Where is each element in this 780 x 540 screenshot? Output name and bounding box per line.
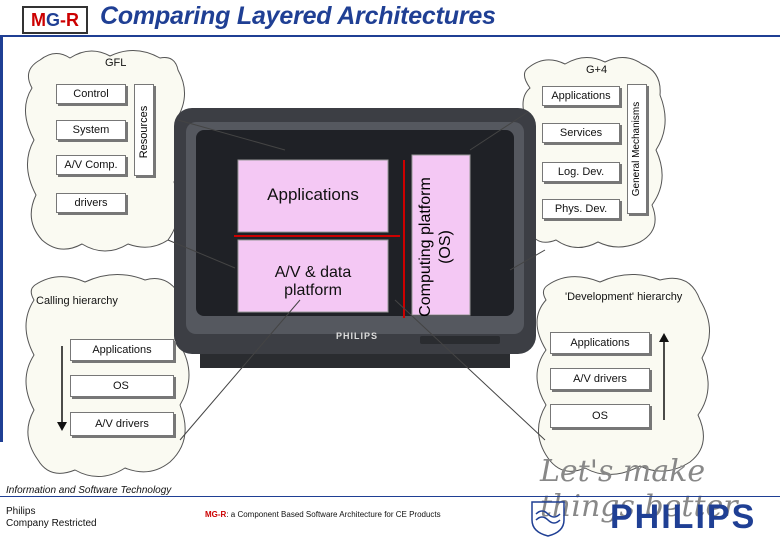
tv-brand: PHILIPS [336,331,379,341]
tv-computing-box [411,154,471,316]
footer-philips: Philips [6,506,36,517]
calling-applications-box: Applications [70,339,174,361]
g4-general-label: General Mechanisms [631,101,642,197]
tv-applications-label: Applications [267,185,359,204]
connector-gfl [177,119,286,151]
connector-g4-2 [509,249,546,271]
g4-general-box [627,84,647,214]
gfl-cloud [25,50,185,252]
left-accent-bar [0,37,3,442]
mgr-logo: MG-R [22,6,88,34]
dev-applications-box: Applications [550,332,650,354]
g4-services-box: Services [542,123,620,143]
footer-description: MG-R: a Component Based Software Archite… [205,510,441,519]
gfl-control-box: Control [56,84,126,104]
connector-gfl-2 [167,239,236,269]
footer-desc-text: : a Component Based Software Architectur… [226,510,441,519]
gfl-avcomp-box: A/V Comp. [56,155,126,175]
tv-control-panel [420,336,500,344]
tv-applications-box [237,159,389,233]
gfl-label: GFL [105,57,127,69]
philips-shield-icon [531,501,565,537]
connector-dev [394,299,546,441]
development-label: 'Development' hierarchy [565,291,683,303]
calling-os-box: OS [70,375,174,397]
footer-restricted: Company Restricted [6,518,97,529]
footer-philips-logo: PHILIPS [610,498,757,536]
tv-avdata-box [237,239,389,313]
gfl-resources-label: Resources [138,105,150,159]
calling-label: Calling hierarchy [36,295,118,307]
dev-os-box: OS [550,404,650,428]
connector-g4 [469,111,529,151]
tv-base [200,354,510,368]
dev-avdrivers-box: A/V drivers [550,368,650,390]
calling-arrow-head [57,422,67,431]
g4-label: G+4 [586,64,608,76]
gfl-system-box: System [56,120,126,140]
tv-computing-label: Computing platform (OS) [417,177,454,317]
header-rule [0,35,780,37]
g4-logdev-box: Log. Dev. [542,162,620,182]
footer-rule [0,496,780,497]
page-title: Comparing Layered Architectures [100,2,496,30]
footer-ist: Information and Software Technology [6,485,172,496]
development-arrow-head [659,333,669,342]
tagline: Let's make things better. [540,454,744,524]
connector-calling [179,299,301,441]
gfl-resources-box [134,84,154,176]
footer-mgr: MG-R [205,510,227,519]
tv-avdata-label: A/V & data platform [274,264,352,299]
g4-physdev-box: Phys. Dev. [542,199,620,219]
gfl-drivers-box: drivers [56,193,126,213]
calling-avdrivers-box: A/V drivers [70,412,174,436]
g4-applications-box: Applications [542,86,620,106]
